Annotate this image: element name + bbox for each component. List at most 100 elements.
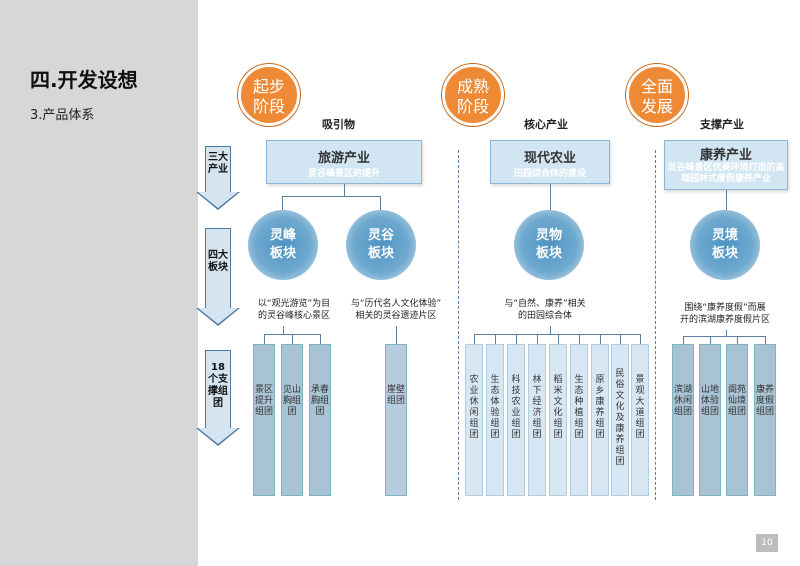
connector [283, 326, 284, 334]
section-label-attraction: 吸引物 [322, 118, 355, 131]
connector [474, 334, 640, 335]
industry-name: 现代农业 [523, 151, 576, 166]
connector [558, 334, 559, 344]
connector [620, 334, 621, 344]
group-rice-culture: 稻米文化组团 [549, 344, 567, 496]
stage-line2: 阶段 [252, 97, 285, 116]
section-label-support: 支撑产业 [700, 118, 744, 131]
connector [264, 334, 265, 344]
group-rural-wellness: 原乡康养组团 [591, 344, 609, 496]
connector [516, 334, 517, 344]
block-line1: 灵谷 [367, 228, 394, 243]
group-eco-experience: 生态体验组团 [486, 344, 504, 496]
stage-line1: 全面 [640, 77, 673, 96]
stage-bubble-start: 起步 阶段 [238, 64, 300, 126]
section-label-core: 核心产业 [524, 118, 568, 131]
block-line2: 板块 [367, 246, 394, 261]
connector [320, 334, 321, 344]
arrow-four-blocks: 四大板块 [196, 228, 240, 332]
group-jianshan: 见山胸组团 [281, 344, 303, 496]
connector [550, 184, 551, 210]
block-line2: 板块 [535, 246, 562, 261]
industry-name: 康养产业 [699, 148, 752, 163]
block-line1: 灵境 [711, 228, 738, 243]
connector [726, 330, 727, 336]
group-agri-leisure: 农业休闲组团 [465, 344, 483, 496]
industry-agriculture: 现代农业 田园综合体的建设 [490, 140, 610, 184]
block-desc-line: 与“历代名人文化体验” [350, 299, 442, 309]
block-lingjing: 灵境 板块 [690, 210, 760, 280]
section-divider [655, 150, 656, 500]
block-desc-line: 的田园综合体 [517, 311, 572, 321]
block-line2: 板块 [711, 246, 738, 261]
group-folk-culture: 民俗文化及康养组团 [611, 344, 629, 496]
connector [292, 334, 293, 344]
connector [396, 326, 397, 344]
group-scenic-upgrade: 景区提升组团 [253, 344, 275, 496]
stage-bubble-mature: 成熟 阶段 [442, 64, 504, 126]
stage-line2: 阶段 [456, 97, 489, 116]
connector [579, 334, 580, 344]
block-desc-lingfeng: 以“观光游览”为目 的灵谷峰核心景区 [244, 298, 344, 322]
block-line1: 灵物 [535, 228, 562, 243]
connector [282, 196, 380, 197]
block-desc-line: 相关的灵谷遗迹片区 [355, 311, 437, 321]
connector [282, 196, 283, 210]
connector [737, 336, 738, 344]
left-panel [0, 0, 198, 566]
group-forest-economy: 林下经济组团 [528, 344, 546, 496]
arrow-eighteen-groups: 18个支撑组团 [196, 350, 240, 452]
connector [474, 334, 475, 344]
block-desc-line: 以“观光游览”为目 [257, 299, 331, 309]
industry-wellness: 康养产业 灵谷峰景区优美环境打造的高端园林式度假康养产业 [664, 140, 788, 190]
stage-line2: 发展 [640, 97, 673, 116]
group-wellness-resort: 康养度假组团 [754, 344, 776, 496]
connector [344, 184, 345, 196]
section-divider [458, 150, 459, 500]
industry-desc: 灵谷峰景区的提升 [307, 169, 380, 179]
connector [550, 326, 551, 334]
group-tech-agri: 科技农业组团 [507, 344, 525, 496]
industry-name: 旅游产业 [317, 151, 370, 166]
industry-desc: 田园综合体的建设 [513, 169, 586, 179]
connector [495, 334, 496, 344]
group-landscape-avenue: 景观大道组团 [631, 344, 649, 496]
page-title: 四.开发设想 [30, 68, 138, 92]
arrow-label: 四大板块 [208, 250, 228, 273]
connector [640, 334, 641, 344]
connector [710, 336, 711, 344]
connector [683, 336, 765, 337]
industry-tourism: 旅游产业 灵谷峰景区的提升 [266, 140, 422, 184]
group-chengchun: 承春胸组团 [309, 344, 331, 496]
arrow-three-industries: 三大产业 [196, 146, 240, 210]
stage-line1: 起步 [252, 77, 285, 96]
stage-bubble-full: 全面 发展 [626, 64, 688, 126]
connector [683, 336, 684, 344]
block-lingfeng: 灵峰 板块 [248, 210, 318, 280]
block-desc-line: 与“自然、康养”相关 [504, 299, 586, 309]
group-mountain: 山地体验组团 [699, 344, 721, 496]
arrow-label: 18个支撑组团 [208, 362, 228, 409]
group-eco-planting: 生态种植组团 [570, 344, 588, 496]
group-cliff: 崖壁组团 [385, 344, 407, 496]
group-langyuan: 阆苑仙境组团 [726, 344, 748, 496]
industry-desc: 灵谷峰景区优美环境打造的高端园林式度假康养产业 [667, 163, 785, 184]
stage-line1: 成熟 [456, 77, 489, 96]
block-desc-lingwu: 与“自然、康养”相关 的田园综合体 [490, 298, 600, 322]
connector [380, 196, 381, 210]
connector [600, 334, 601, 344]
block-desc-line: 的灵谷峰核心景区 [257, 311, 330, 321]
block-desc-line: 开的滨湖康养度假片区 [679, 315, 770, 325]
connector [537, 334, 538, 344]
block-line1: 灵峰 [269, 228, 296, 243]
block-desc-linggu: 与“历代名人文化体验” 相关的灵谷遗迹片区 [340, 298, 452, 322]
block-line2: 板块 [269, 246, 296, 261]
block-lingwu: 灵物 板块 [514, 210, 584, 280]
connector [726, 190, 727, 210]
block-desc-lingjing: 围绕“康养度假”而展 开的滨湖康养度假片区 [670, 302, 780, 326]
block-linggu: 灵谷 板块 [346, 210, 416, 280]
connector [765, 336, 766, 344]
page-number: 10 [756, 534, 778, 552]
page-subtitle: 3.产品体系 [30, 108, 95, 123]
group-lakeside: 滨湖休闲组团 [672, 344, 694, 496]
